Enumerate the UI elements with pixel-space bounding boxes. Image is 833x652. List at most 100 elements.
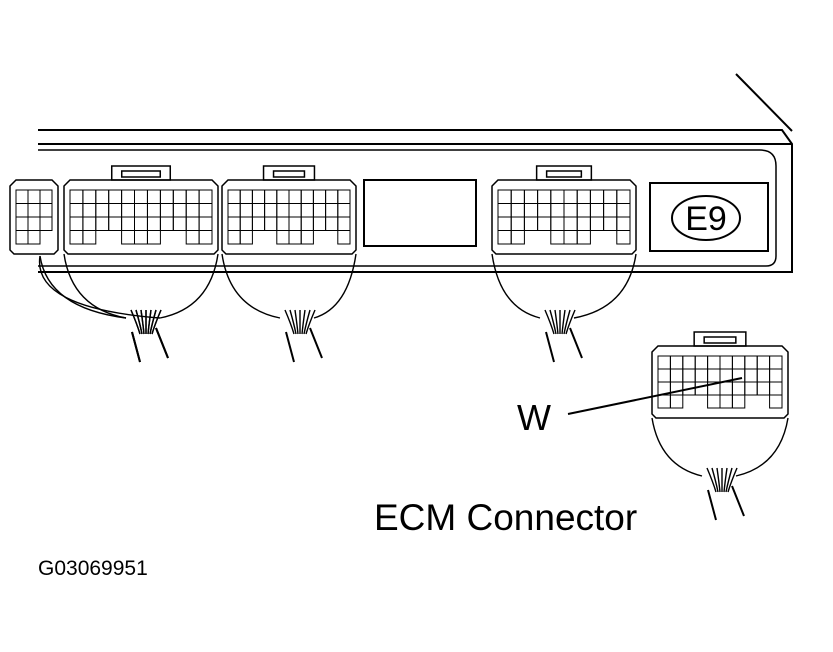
connector-block-b-pin — [325, 216, 339, 231]
connector-detail-pin — [707, 368, 721, 383]
connector-block-a-pin — [121, 216, 135, 231]
connector-block-b-pin — [337, 189, 351, 204]
harness-b-strand — [289, 309, 297, 335]
connector-partial-left-pin — [15, 230, 29, 245]
pin-pointer-line — [567, 377, 743, 415]
connector-block-a-pin — [159, 203, 174, 218]
connector-block-c-pin — [537, 189, 552, 204]
harness-b-strand — [284, 309, 295, 335]
connector-block-b-pin — [288, 230, 302, 245]
connector-block-c-pin — [576, 203, 591, 218]
connector-block-c-pin — [510, 203, 525, 218]
connector-detail-pin — [657, 368, 671, 383]
connector-detail-pin — [744, 381, 758, 396]
connector-block-b-pin — [325, 189, 339, 204]
harness-detail-strand — [723, 467, 728, 493]
connector-block-a-pin — [69, 203, 84, 218]
connector-block-b-pin — [239, 189, 253, 204]
connector-detail-latch — [693, 331, 747, 347]
harness-a-strand — [140, 309, 145, 335]
harness-detail-wire — [651, 417, 703, 477]
connector-block-b-pin — [239, 216, 253, 231]
harness-b-wire — [313, 253, 357, 319]
connector-block-c — [491, 165, 637, 255]
connector-block-a-pin — [108, 203, 123, 218]
connector-block-b-pin — [300, 216, 314, 231]
connector-block-c-pin — [616, 189, 631, 204]
connector-block-a-pin — [69, 216, 84, 231]
connector-block-b-pin — [227, 189, 241, 204]
connector-block-c-pin — [589, 203, 605, 218]
connector-block-b-pin — [239, 203, 253, 218]
harness-b-strand — [294, 309, 299, 335]
connector-block-c-pin — [603, 189, 618, 204]
connector-detail-pin — [669, 355, 684, 370]
blank-panel — [363, 179, 477, 247]
connector-block-a-pin — [134, 189, 148, 204]
connector-block-a-pin — [185, 189, 200, 204]
connector-block-a-pin — [134, 216, 148, 231]
harness-c-wire — [491, 253, 541, 319]
connector-block-c-pin — [576, 216, 591, 231]
pin-label-w: W — [517, 397, 551, 438]
connector-block-c-pin — [603, 203, 618, 218]
connector-block-b-latch — [262, 165, 316, 181]
connector-name-label: ECM Connector — [374, 497, 638, 538]
connector-block-c-pin — [616, 216, 631, 231]
connector-block-c-pin — [616, 203, 631, 218]
connector-block-c-pin — [563, 230, 578, 245]
connector-block-b-pin — [288, 216, 302, 231]
connector-partial-left-pin — [27, 216, 41, 231]
connector-detail-pin — [657, 394, 671, 409]
connector-block-a-pin — [147, 216, 161, 231]
connector-block-c-pin — [537, 203, 552, 218]
connector-block-c-pin — [497, 203, 512, 218]
connector-block-a-pin — [185, 203, 200, 218]
connector-block-c-pin — [603, 216, 618, 231]
harness-a-strand — [130, 309, 141, 335]
connector-block-b-pin — [337, 203, 351, 218]
connector-block-b-pin — [227, 230, 241, 245]
connector-partial-left-pin — [15, 189, 29, 204]
connector-block-b — [221, 165, 357, 255]
connector-block-b-pin — [264, 189, 278, 204]
connector-detail-pin — [682, 355, 696, 370]
connector-block-a-pin — [134, 230, 148, 245]
connector-detail-pin — [682, 368, 696, 383]
connector-detail-pin — [707, 355, 721, 370]
connector-block-c-pin — [563, 189, 578, 204]
connector-block-a — [63, 165, 219, 255]
connector-block-b-pin — [288, 203, 302, 218]
connector-detail-pin — [744, 368, 758, 383]
connector-detail-pin — [731, 381, 746, 396]
connector-block-c-pin — [523, 203, 539, 218]
harness-a-wire — [159, 253, 219, 319]
connector-block-c-pin — [589, 189, 605, 204]
connector-detail-pin — [719, 381, 733, 396]
connector-detail-pin — [694, 355, 709, 370]
connector-block-b-pin — [251, 203, 266, 218]
connector-block-c-pin — [616, 230, 631, 245]
connector-detail-pin — [756, 355, 771, 370]
connector-block-b-pin — [325, 203, 339, 218]
connector-block-a-pin — [95, 203, 110, 218]
connector-block-b-latch-slot — [272, 170, 306, 178]
connector-block-c-pin — [550, 230, 565, 245]
harness-detail-strand — [711, 467, 719, 493]
connector-block-c-pin — [497, 216, 512, 231]
connector-block-b-pin — [312, 189, 327, 204]
harness-b — [221, 253, 357, 363]
connector-detail-pin — [719, 394, 733, 409]
connector-block-a-pin — [198, 189, 213, 204]
connector-block-b-pin — [288, 189, 302, 204]
connector-block-c-pin — [550, 216, 565, 231]
connector-block-c-pin — [550, 189, 565, 204]
connector-block-b-pin — [312, 216, 327, 231]
connector-detail-latch-slot — [703, 336, 737, 344]
connector-detail-pin — [769, 394, 783, 409]
connector-block-c-pin — [523, 216, 539, 231]
connector-block-c-latch-slot — [545, 170, 583, 178]
wire-harness-group — [38, 253, 789, 521]
harness-c-strand — [563, 309, 571, 335]
